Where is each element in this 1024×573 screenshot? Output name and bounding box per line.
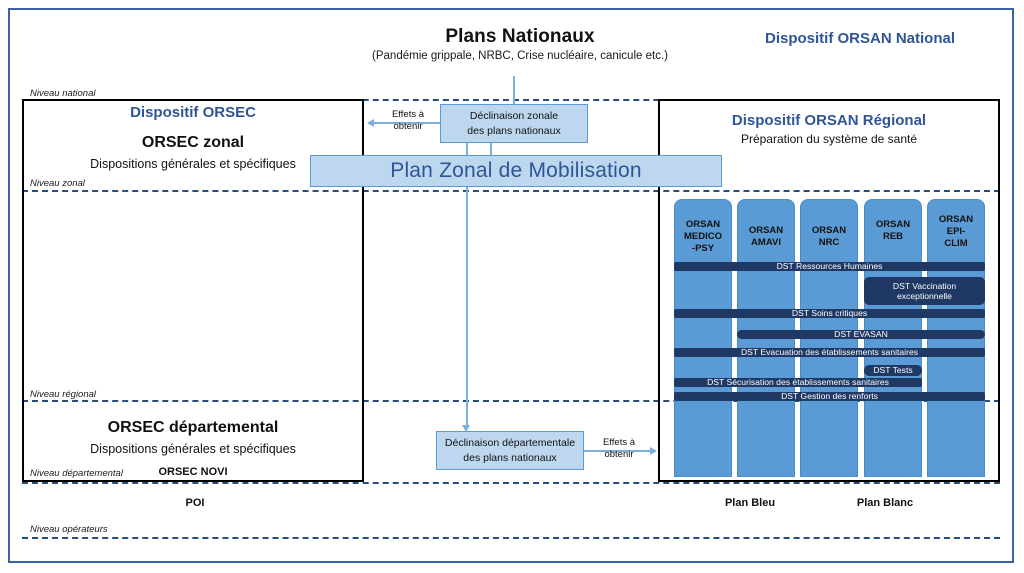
orsec-head: Dispositif ORSEC: [130, 104, 256, 121]
level-label-regional: Niveau régional: [30, 389, 97, 400]
arrow-right-icon-effets-departemental: [650, 447, 657, 455]
volet-medico-psy-line2: MEDICO: [684, 230, 722, 242]
declinaison-departementale-line1: Déclinaison départementale: [444, 437, 576, 450]
orsan-regional-panel: [658, 99, 1000, 482]
separator-regional-departemental: [22, 400, 1000, 402]
level-label-national: Niveau national: [30, 88, 96, 99]
effets-a-obtenir-departemental-label: Effets à obtenir: [589, 437, 649, 462]
volet-amavi-line2: AMAVI: [751, 236, 781, 248]
plan-label-poi: POI: [185, 497, 205, 509]
arrow-down-icon-declinaison-departementale: [462, 425, 470, 432]
plans-nationaux-title: Plans Nationaux: [445, 26, 595, 47]
plan-zonal-de-mobilisation-box: Plan Zonal de Mobilisation: [310, 155, 722, 187]
orsan-regional-subtitle: Préparation du système de santé: [740, 132, 918, 146]
level-label-operateurs: Niveau opérateurs: [30, 524, 108, 535]
volet-reb-line1: ORSAN: [875, 219, 911, 230]
volet-epi-clim-line2: EPI-: [946, 225, 966, 237]
connector-plans-to-declinaison-zonale: [513, 76, 515, 104]
volet-nrc-line2: NRC: [818, 236, 840, 248]
orsec-panel: [22, 99, 364, 482]
level-label-departemental: Niveau départemental: [30, 468, 123, 479]
dst-vaccination-line2: exceptionnelle: [897, 291, 952, 301]
volet-reb-line2: REB: [882, 230, 904, 242]
outer-frame: [8, 8, 1014, 563]
separator-zonal-regional: [22, 190, 1000, 192]
connector-declinaison-departementale-to-orsan: [584, 450, 650, 452]
connector-declinaison-zonale-down: [490, 143, 492, 165]
volet-epi-clim-line1: ORSAN: [938, 214, 974, 225]
dst-bar-ressources-humaines[interactable]: DST Ressources Humaines: [674, 261, 985, 271]
declinaison-departementale-line2: des plans nationaux: [463, 451, 557, 464]
orsec-novi-label: ORSEC NOVI: [158, 466, 228, 478]
effets-departemental-line2: obtenir: [604, 449, 634, 461]
dst-bar-evasan[interactable]: DST EVASAN: [737, 329, 985, 339]
volet-medico-psy-line3: -PSY: [691, 242, 715, 254]
dst-bar-vaccination-exceptionnelle[interactable]: DST Vaccination exceptionnelle: [864, 277, 985, 305]
separator-national-zonal: [22, 99, 1000, 101]
dst-bar-soins-critiques[interactable]: DST Soins critiques: [674, 308, 985, 318]
dst-bar-gestion-des-renforts[interactable]: DST Gestion des renforts: [674, 391, 985, 401]
effets-zonal-line2: obtenir: [393, 121, 423, 133]
volet-orsan-medico-psy[interactable]: ORSAN MEDICO -PSY: [674, 199, 732, 477]
orsec-zonal-subtitle: Dispositions générales et spécifiques: [90, 157, 296, 171]
connector-vertical-spine: [466, 143, 468, 425]
plans-nationaux-subtitle: (Pandémie grippale, NRBC, Crise nucléair…: [372, 50, 668, 62]
effets-departemental-line1: Effets à: [602, 437, 636, 448]
declinaison-zonale-line1: Déclinaison zonale: [469, 110, 559, 123]
dst-bar-securisation-etablissements-sanitaires[interactable]: DST Sécurisation des établissements sani…: [674, 377, 922, 387]
declinaison-zonale-line2: des plans nationaux: [467, 124, 561, 137]
separator-departemental-operateurs: [22, 482, 1000, 484]
dst-bar-tests[interactable]: DST Tests: [864, 365, 922, 376]
orsan-national-title: Dispositif ORSAN National: [764, 30, 955, 47]
connector-declinaison-zonale-to-orsec: [374, 122, 440, 124]
arrow-left-icon-effets-zonal: [367, 119, 374, 127]
plan-label-plan-bleu: Plan Bleu: [724, 497, 776, 509]
volet-nrc-line1: ORSAN: [811, 225, 847, 236]
level-label-zonal: Niveau zonal: [30, 178, 85, 189]
volet-medico-psy-line1: ORSAN: [685, 219, 721, 230]
declinaison-zonale-box: Déclinaison zonale des plans nationaux: [440, 104, 588, 143]
plan-label-plan-blanc: Plan Blanc: [856, 497, 914, 509]
dst-bar-evacuation-etablissements-sanitaires[interactable]: DST Evacuation des établissements sanita…: [674, 347, 985, 357]
volet-epi-clim-line3: CLIM: [944, 237, 968, 249]
orsec-departemental-subtitle: Dispositions générales et spécifiques: [90, 442, 296, 456]
dst-vaccination-line1: DST Vaccination: [892, 280, 957, 291]
volet-amavi-line1: ORSAN: [748, 225, 784, 236]
orsec-zonal-title: ORSEC zonal: [141, 134, 245, 151]
effets-a-obtenir-zonal-label: Effets à obtenir: [378, 109, 438, 134]
separator-operateurs-bottom: [22, 537, 1000, 539]
orsec-departemental-title: ORSEC départemental: [107, 419, 279, 436]
orsan-regional-title: Dispositif ORSAN Régional: [731, 112, 927, 129]
declinaison-departementale-box: Déclinaison départementale des plans nat…: [436, 431, 584, 470]
effets-zonal-line1: Effets à: [391, 109, 425, 120]
